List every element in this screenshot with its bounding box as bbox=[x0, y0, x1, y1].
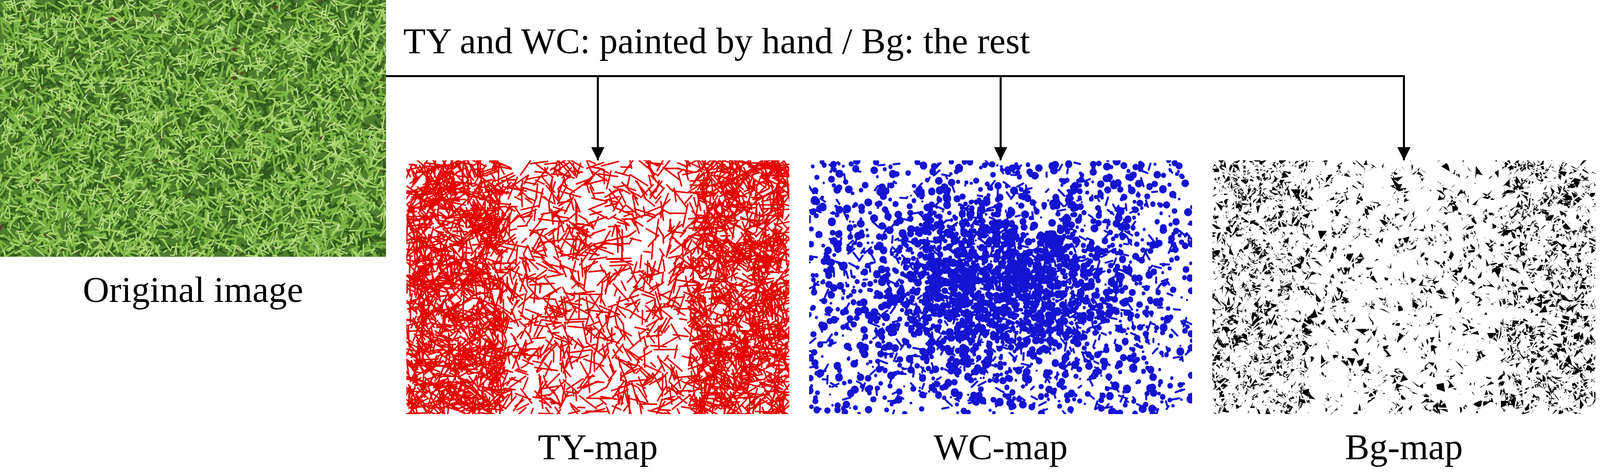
panel-caption: Bg-map bbox=[1212, 427, 1596, 468]
wc-blob bbox=[809, 160, 1193, 415]
image-panel: TY-map bbox=[406, 160, 790, 468]
edge-label: TY and WC: painted by hand / Bg: the res… bbox=[401, 21, 1033, 62]
panel-image bbox=[1212, 160, 1596, 415]
panel-caption: Original image bbox=[0, 270, 387, 311]
split-arrow bbox=[386, 76, 1001, 161]
panel-caption: WC-map bbox=[809, 427, 1193, 468]
grass-blade bbox=[0, 0, 387, 258]
image-panel: WC-map bbox=[809, 160, 1193, 468]
grass-blade bbox=[0, 0, 387, 258]
image-panel: Original image bbox=[0, 0, 387, 311]
illustration bbox=[406, 160, 790, 415]
split-arrow bbox=[386, 76, 1404, 161]
panel-image bbox=[809, 160, 1193, 415]
illustration bbox=[809, 160, 1193, 415]
ty-stroke bbox=[406, 160, 790, 415]
panel-caption: TY-map bbox=[406, 427, 790, 468]
grass-blade bbox=[0, 0, 387, 258]
wc-blob bbox=[809, 160, 1193, 415]
panel-image bbox=[406, 160, 790, 415]
image-panel: Bg-map bbox=[1212, 160, 1596, 468]
bg-gap bbox=[1212, 160, 1596, 415]
illustration bbox=[1212, 160, 1596, 415]
illustration bbox=[0, 0, 387, 258]
grass-blade bbox=[0, 0, 387, 258]
panel-image bbox=[0, 0, 387, 258]
split-arrow bbox=[386, 76, 598, 161]
